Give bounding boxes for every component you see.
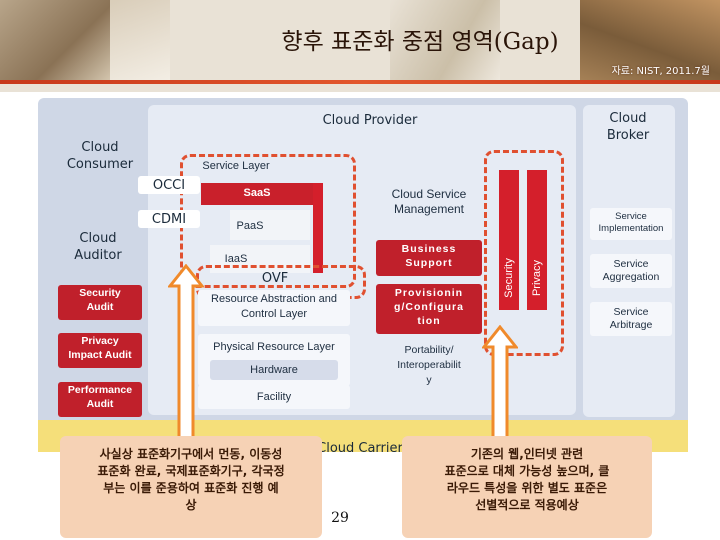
slide-title: 향후 표준화 중점 영역(Gap) [281, 29, 559, 55]
cloud-broker-label: Cloud Broker [606, 111, 650, 143]
security-bar [499, 170, 519, 310]
left-arrow-shape [168, 264, 204, 466]
service-layer-label: Service Layer [202, 160, 270, 172]
cdmi-label: CDMI [151, 212, 187, 227]
left-note-box [60, 436, 322, 538]
service-implementation-label: Service Implementation [598, 211, 664, 234]
cloud-auditor-label: Cloud Auditor [74, 231, 122, 263]
iaas-block [210, 245, 310, 273]
cdmi-tag [138, 210, 200, 228]
facility-label: Facility [256, 391, 292, 403]
header-photo-center [390, 0, 500, 84]
header-photo-right [580, 0, 720, 84]
right-note-box [402, 436, 652, 538]
occi-tag [138, 176, 200, 194]
security-audit-box: Security Audit [58, 285, 142, 320]
cloud-consumer-label: Cloud Consumer [66, 140, 134, 172]
saas-label: SaaS [243, 187, 271, 199]
service-arbitrage-label: Service Arbitrage [609, 306, 653, 331]
privacy-impact-audit-box: Privacy Impact Audit [58, 333, 142, 368]
saas-bar [201, 183, 313, 205]
performance-audit-box: Performance Audit [58, 382, 142, 417]
security-audit-label: Security Audit [79, 287, 121, 313]
provisioning-label: Provisionin g/Configura tion [394, 287, 464, 327]
paas-label: PaaS [236, 220, 264, 232]
security-label: Security [503, 258, 515, 298]
business-support-label: Business Support [401, 243, 457, 269]
resource-abstraction-label: Resource Abstraction and Control Layer [211, 293, 337, 320]
cloud-service-management-label: Cloud Service Management [391, 187, 467, 216]
left-note-text: 사실상 표준화기구에서 먼동, 이동성 표준화 완료, 국제표준화기구, 각국정… [97, 447, 285, 512]
header-photo-left [0, 0, 110, 84]
service-aggregation-label: Service Aggregation [602, 258, 660, 283]
security-privacy-highlight [484, 150, 564, 356]
ovf-label: OVF [261, 271, 289, 286]
cloud-carrier-label: Cloud Carrier [317, 441, 403, 456]
service-arbitrage-box [590, 302, 672, 336]
page-number: 29 [331, 510, 349, 526]
header-accent-line [0, 80, 720, 84]
cloud-provider-label: Cloud Provider [322, 113, 418, 128]
performance-audit-label: Performance Audit [67, 384, 133, 410]
provisioning-box: Provisionin g/Configura tion [376, 284, 482, 334]
service-implementation-box [590, 208, 672, 240]
resource-abstraction-box [198, 290, 350, 326]
privacy-impact-audit-label: Privacy Impact Audit [68, 335, 132, 361]
hardware-box [210, 360, 338, 380]
slide-header [0, 0, 720, 92]
business-support-box: Business Support [376, 240, 482, 276]
iaas-label: IaaS [224, 253, 248, 265]
facility-box [198, 385, 350, 409]
privacy-label: Privacy [531, 259, 543, 297]
saas-side-bar [313, 183, 323, 273]
header-photo-phone [110, 0, 170, 84]
privacy-bar [527, 170, 547, 310]
source-note: 자료: NIST, 2011.7월 [611, 66, 710, 77]
occi-label: OCCI [152, 178, 186, 193]
portability-label: Portability/ Interoperabilit y [397, 344, 461, 386]
physical-resource-label: Physical Resource Layer [213, 341, 335, 353]
right-note-text: 기존의 웹,인터넷 관련 표준으로 대체 가능성 높으며, 클 라우드 특성을 … [444, 447, 610, 512]
service-aggregation-box [590, 254, 672, 288]
hardware-label: Hardware [250, 364, 298, 376]
paas-block [230, 210, 310, 240]
